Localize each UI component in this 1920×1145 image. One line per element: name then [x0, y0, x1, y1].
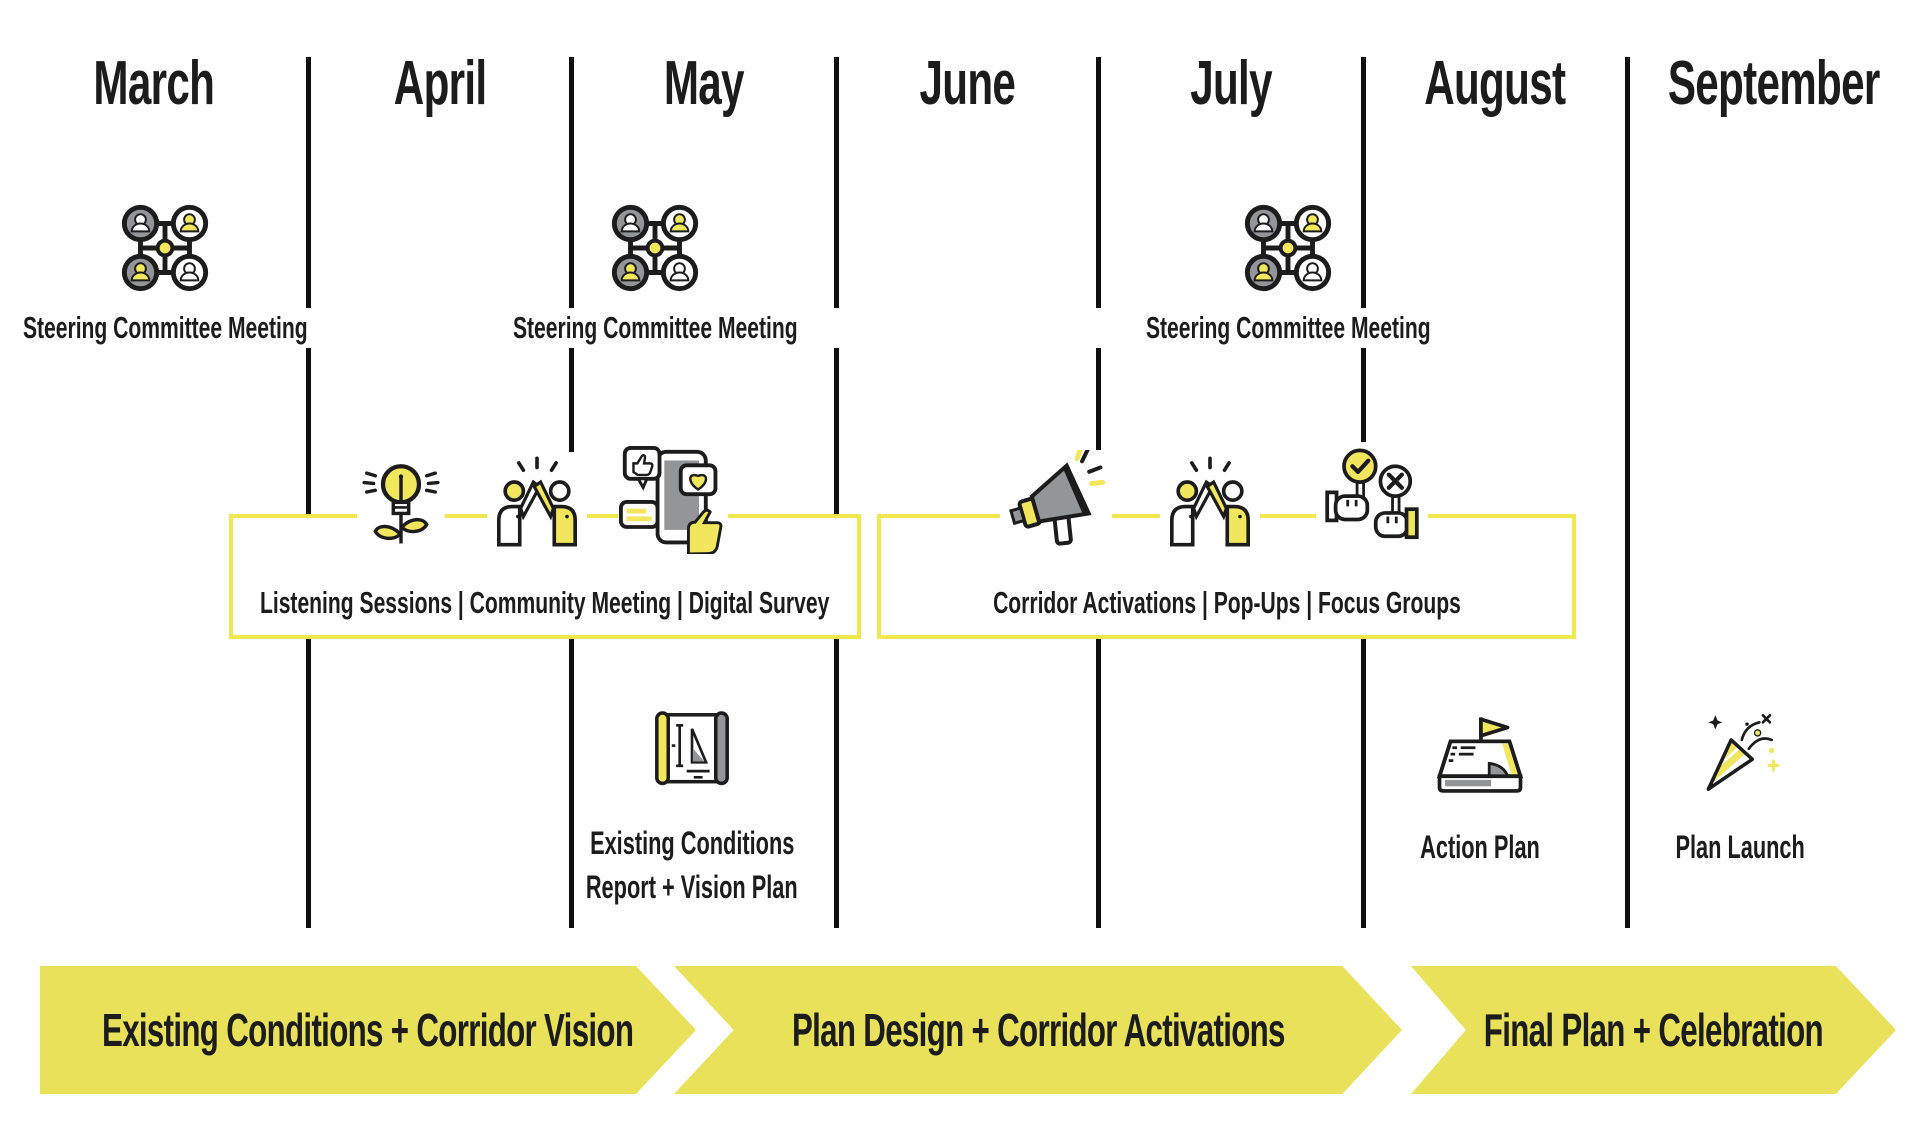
- month-header-april: April: [300, 48, 580, 118]
- milestone-vision-plan-label-line1: Existing Conditions: [542, 822, 842, 864]
- megaphone-icon: [1000, 450, 1112, 552]
- steering-meeting-label: Steering Committee Meeting: [0, 308, 389, 348]
- month-divider-1: [306, 57, 311, 928]
- month-header-july: July: [1091, 48, 1371, 118]
- people-network-icon: [606, 198, 704, 298]
- steering-meeting-may: Steering Committee Meeting: [431, 198, 879, 348]
- phase-arrow-final-plan: Final Plan + Celebration: [1411, 966, 1896, 1094]
- milestone-label-text: Plan Launch: [1675, 829, 1805, 865]
- engagement-window-1-label-text: Listening Sessions | Community Meeting |…: [260, 585, 830, 620]
- milestone-plan-launch-label: Plan Launch: [1590, 826, 1890, 868]
- phase-label-text: Plan Design + Corridor Activations: [791, 1004, 1285, 1056]
- month-header-march: March: [14, 48, 294, 118]
- month-label: August: [1424, 48, 1566, 118]
- idea-lightbulb-icon: [357, 456, 445, 552]
- digital-survey-icon: [618, 446, 728, 554]
- high-five-icon: [487, 452, 587, 552]
- month-label: September: [1668, 48, 1880, 118]
- month-header-may: May: [564, 48, 844, 118]
- milestone-action-plan-label: Action Plan: [1330, 826, 1630, 868]
- steering-meeting-march: Steering Committee Meeting: [0, 198, 389, 348]
- month-label: April: [393, 48, 487, 118]
- people-network-icon: [1239, 198, 1337, 298]
- steering-meeting-label: Steering Committee Meeting: [1064, 308, 1512, 348]
- milestone-label-text: Action Plan: [1420, 829, 1540, 865]
- month-label: March: [93, 48, 215, 118]
- phase-arrow-existing-conditions: Existing Conditions + Corridor Vision: [40, 966, 696, 1094]
- phase-label-text: Existing Conditions + Corridor Vision: [102, 1004, 634, 1056]
- plan-scroll-icon: [648, 706, 736, 794]
- milestone-vision-plan-label-line2: Report + Vision Plan: [542, 866, 842, 908]
- month-header-august: August: [1355, 48, 1635, 118]
- steering-meeting-label-text: Steering Committee Meeting: [22, 310, 308, 345]
- party-popper-icon: [1694, 710, 1786, 798]
- month-divider-3: [834, 57, 839, 928]
- milestone-label-text: Report + Vision Plan: [586, 869, 798, 905]
- engagement-window-1-label: Listening Sessions | Community Meeting |…: [229, 583, 861, 623]
- phase-label-text: Final Plan + Celebration: [1483, 1004, 1824, 1056]
- month-label: June: [919, 48, 1015, 118]
- steering-meeting-label: Steering Committee Meeting: [431, 308, 879, 348]
- month-label: July: [1190, 48, 1272, 118]
- month-header-september: September: [1634, 48, 1914, 118]
- steering-meeting-label-text: Steering Committee Meeting: [1145, 310, 1431, 345]
- month-label: May: [664, 48, 745, 118]
- people-network-icon: [116, 198, 214, 298]
- engagement-window-2-label-text: Corridor Activations | Pop-Ups | Focus G…: [992, 585, 1461, 620]
- month-divider-6: [1625, 57, 1630, 928]
- high-five-icon: [1160, 452, 1260, 552]
- phase-arrow-plan-design: Plan Design + Corridor Activations: [674, 966, 1402, 1094]
- month-header-june: June: [827, 48, 1107, 118]
- action-plan-map-icon: [1428, 710, 1532, 802]
- vote-check-x-icon: [1316, 442, 1428, 554]
- milestone-label-text: Existing Conditions: [589, 825, 795, 861]
- steering-meeting-july: Steering Committee Meeting: [1064, 198, 1512, 348]
- engagement-window-2-label: Corridor Activations | Pop-Ups | Focus G…: [877, 583, 1576, 623]
- steering-meeting-label-text: Steering Committee Meeting: [512, 310, 798, 345]
